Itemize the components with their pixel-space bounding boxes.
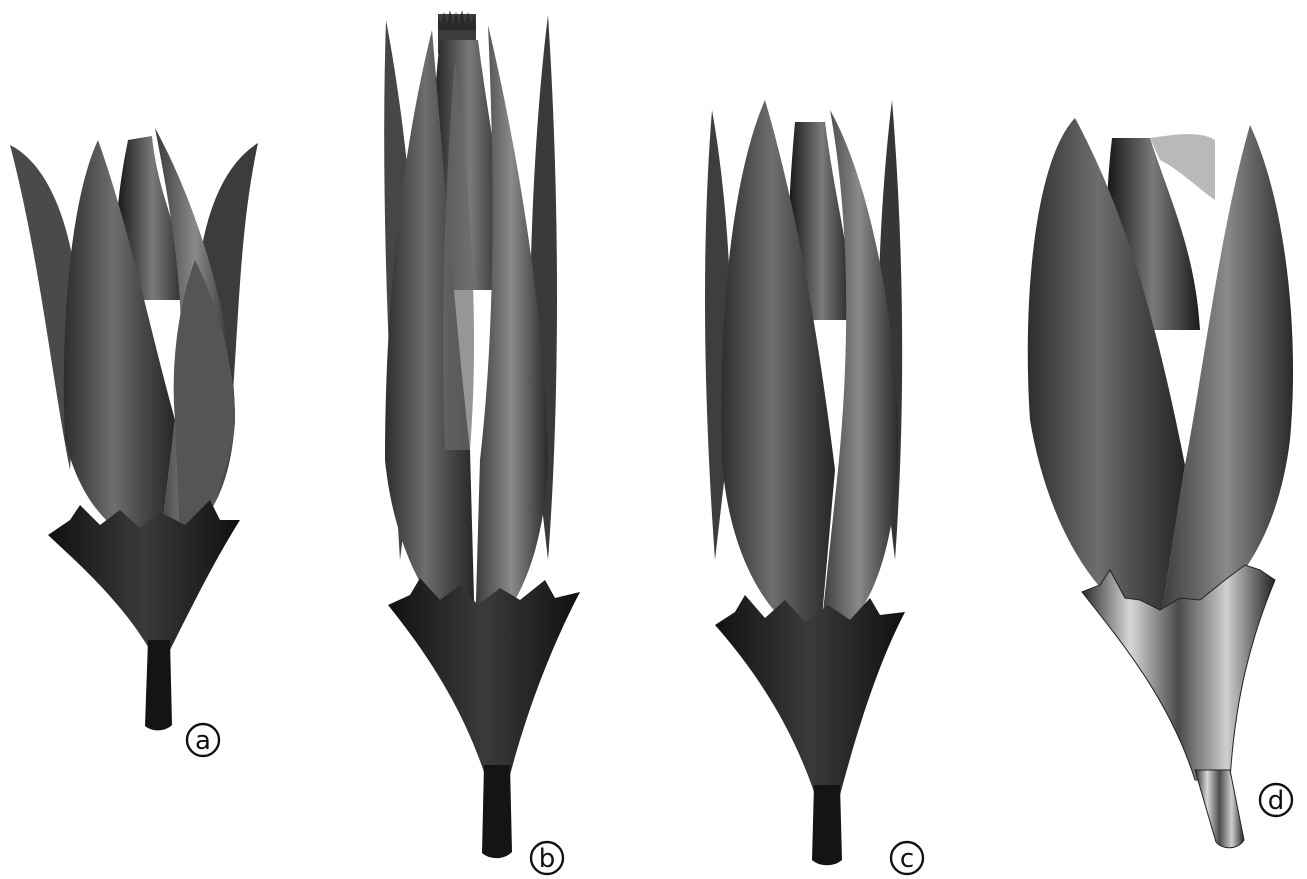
label-b: b <box>531 842 563 874</box>
label-c-text: c <box>900 844 914 874</box>
stem-a <box>145 640 172 730</box>
stem-b <box>482 765 512 858</box>
label-d: d <box>1260 784 1292 816</box>
flower-bud-d: d <box>1028 118 1293 848</box>
flower-bud-b: b <box>384 10 580 874</box>
label-b-text: b <box>539 844 556 874</box>
petal-d-right <box>1160 125 1293 625</box>
calyx-b <box>388 578 580 775</box>
flower-bud-c: c <box>705 100 923 874</box>
flower-bud-a: a <box>10 128 258 756</box>
stem-d <box>1195 770 1244 848</box>
label-a-text: a <box>195 726 211 756</box>
label-a: a <box>187 724 219 756</box>
label-c: c <box>891 842 923 874</box>
stem-c <box>812 785 842 865</box>
label-d-text: d <box>1268 786 1285 816</box>
calyx-c <box>715 595 905 795</box>
